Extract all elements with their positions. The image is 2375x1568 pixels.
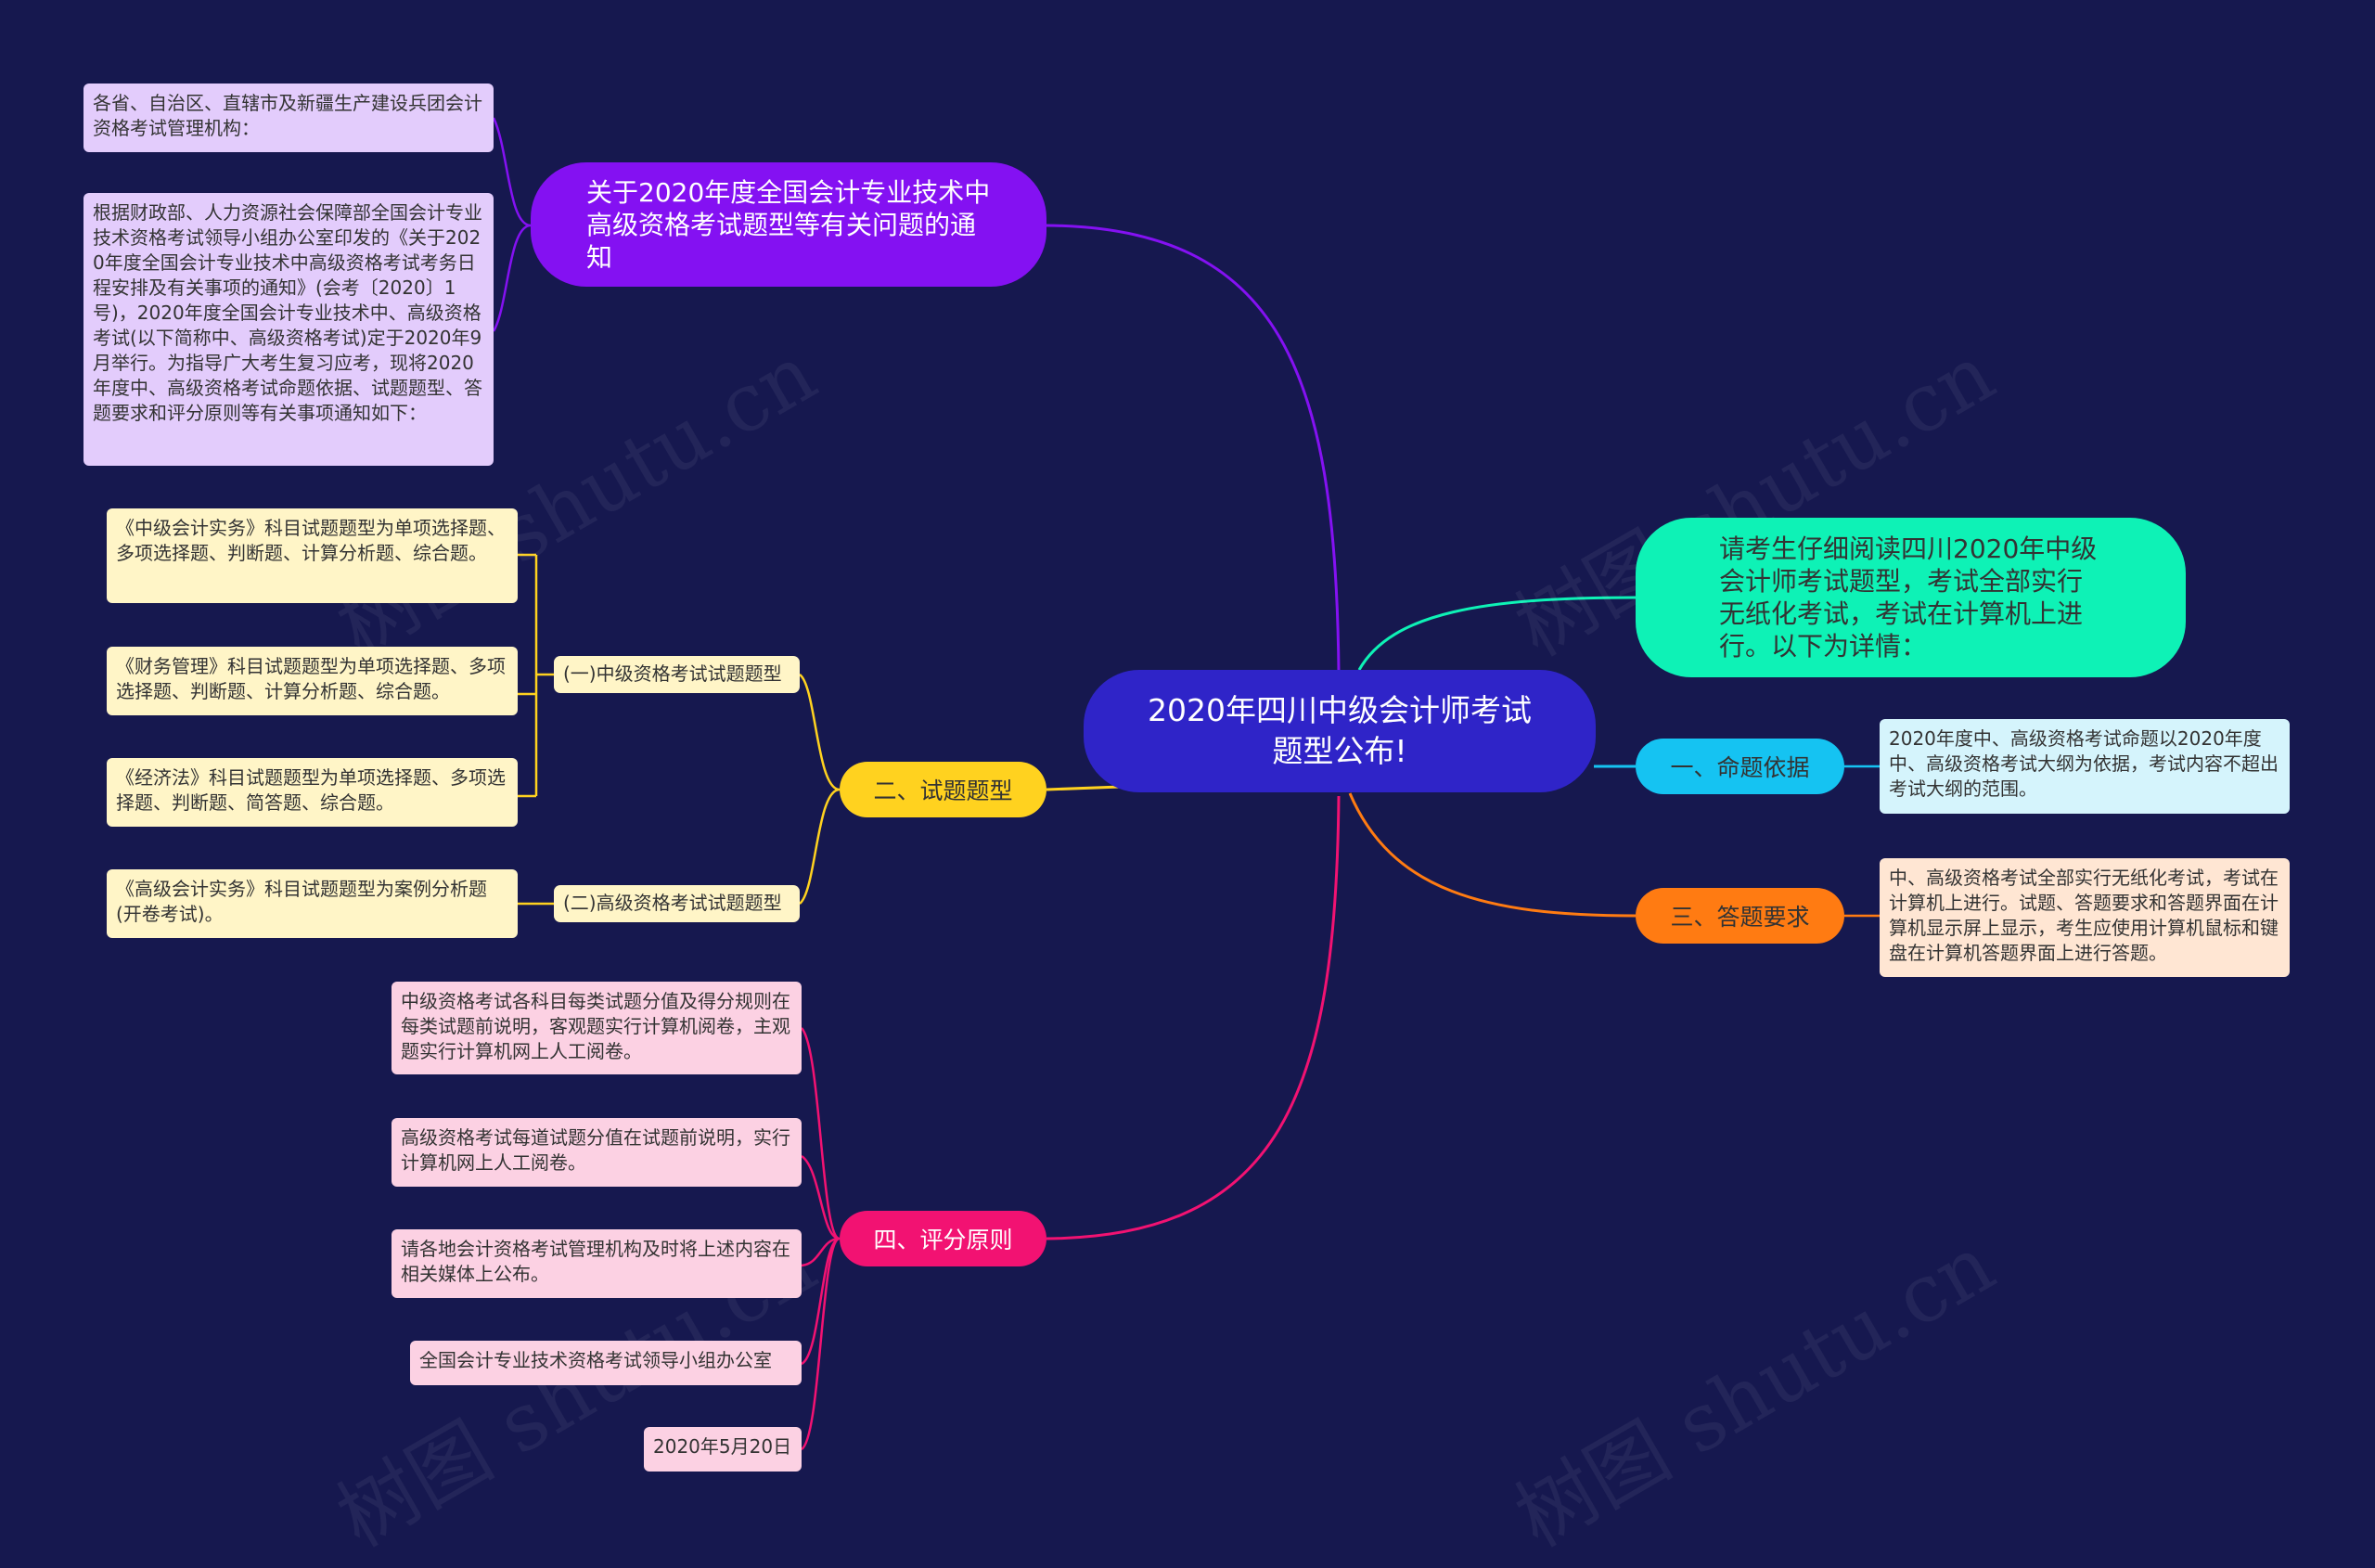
root-topic-text: 2020年四川中级会计师考试题型公布! xyxy=(1148,692,1532,769)
answer-detail: 中、高级资格考试全部实行无纸化考试，考试在计算机上进行。试题、答题要求和答题界面… xyxy=(1880,858,2290,977)
branch-intro-text: 请考生仔细阅读四川2020年中级会计师考试题型，考试全部实行无纸化考试，考试在计… xyxy=(1719,533,2098,662)
intermediate-item-law: 《经济法》科目试题题型为单项选择题、多项选择题、判断题、简答题、综合题。 xyxy=(107,758,518,827)
link-root-notice xyxy=(1046,224,1341,674)
branch-intro[interactable]: 请考生仔细阅读四川2020年中级会计师考试题型，考试全部实行无纸化考试，考试在计… xyxy=(1636,518,2186,677)
link-notice-items xyxy=(492,117,532,332)
branch-types[interactable]: 二、试题题型 xyxy=(840,762,1046,817)
notice-item-body: 根据财政部、人力资源社会保障部全国会计专业技术资格考试领导小组办公室印发的《关于… xyxy=(83,193,494,466)
scoring-item-date: 2020年5月20日 xyxy=(644,1427,802,1472)
root-topic[interactable]: 2020年四川中级会计师考试题型公布! xyxy=(1084,670,1596,792)
branch-scoring-label: 四、评分原则 xyxy=(873,1227,1013,1253)
link-root-types xyxy=(1046,785,1122,791)
branch-answer[interactable]: 三、答题要求 xyxy=(1636,888,1844,944)
intermediate-item-finance: 《财务管理》科目试题题型为单项选择题、多项选择题、判断题、计算分析题、综合题。 xyxy=(107,647,518,715)
link-root-intro xyxy=(1357,596,1637,671)
branch-scoring[interactable]: 四、评分原则 xyxy=(840,1211,1046,1266)
link-root-scoring xyxy=(1046,795,1341,1240)
notice-item-recipients: 各省、自治区、直辖市及新疆生产建设兵团会计资格考试管理机构： xyxy=(83,84,494,152)
intermediate-item-accounting: 《中级会计实务》科目试题题型为单项选择题、多项选择题、判断题、计算分析题、综合题… xyxy=(107,508,518,603)
scoring-item-publish: 请各地会计资格考试管理机构及时将上述内容在相关媒体上公布。 xyxy=(392,1229,802,1298)
branch-notice-text: 关于2020年度全国会计专业技术中高级资格考试题型等有关问题的通知 xyxy=(586,176,991,273)
senior-item-accounting: 《高级会计实务》科目试题题型为案例分析题(开卷考试)。 xyxy=(107,869,518,938)
scoring-item-office: 全国会计专业技术资格考试领导小组办公室 xyxy=(410,1341,802,1385)
link-root-answer xyxy=(1348,792,1637,918)
branch-basis[interactable]: 一、命题依据 xyxy=(1636,739,1844,794)
link-scoring-items xyxy=(800,1027,841,1451)
scoring-item-senior: 高级资格考试每道试题分值在试题前说明，实行计算机网上人工阅卷。 xyxy=(392,1118,802,1187)
branch-types-label: 二、试题题型 xyxy=(873,778,1013,804)
branch-notice[interactable]: 关于2020年度全国会计专业技术中高级资格考试题型等有关问题的通知 xyxy=(531,162,1046,287)
types-intermediate[interactable]: (一)中级资格考试试题题型 xyxy=(554,656,800,693)
scoring-item-intermediate: 中级资格考试各科目每类试题分值及得分规则在每类试题前说明，客观题实行计算机阅卷，… xyxy=(392,982,802,1074)
branch-basis-label: 一、命题依据 xyxy=(1670,754,1810,781)
branch-answer-label: 三、答题要求 xyxy=(1670,904,1810,931)
link-types-sub xyxy=(799,673,841,905)
link-intermediate-items xyxy=(518,553,554,798)
basis-detail: 2020年度中、高级资格考试命题以2020年度中、高级资格考试大纲为依据，考试内… xyxy=(1880,719,2290,814)
types-senior[interactable]: (二)高级资格考试试题题型 xyxy=(554,885,800,922)
